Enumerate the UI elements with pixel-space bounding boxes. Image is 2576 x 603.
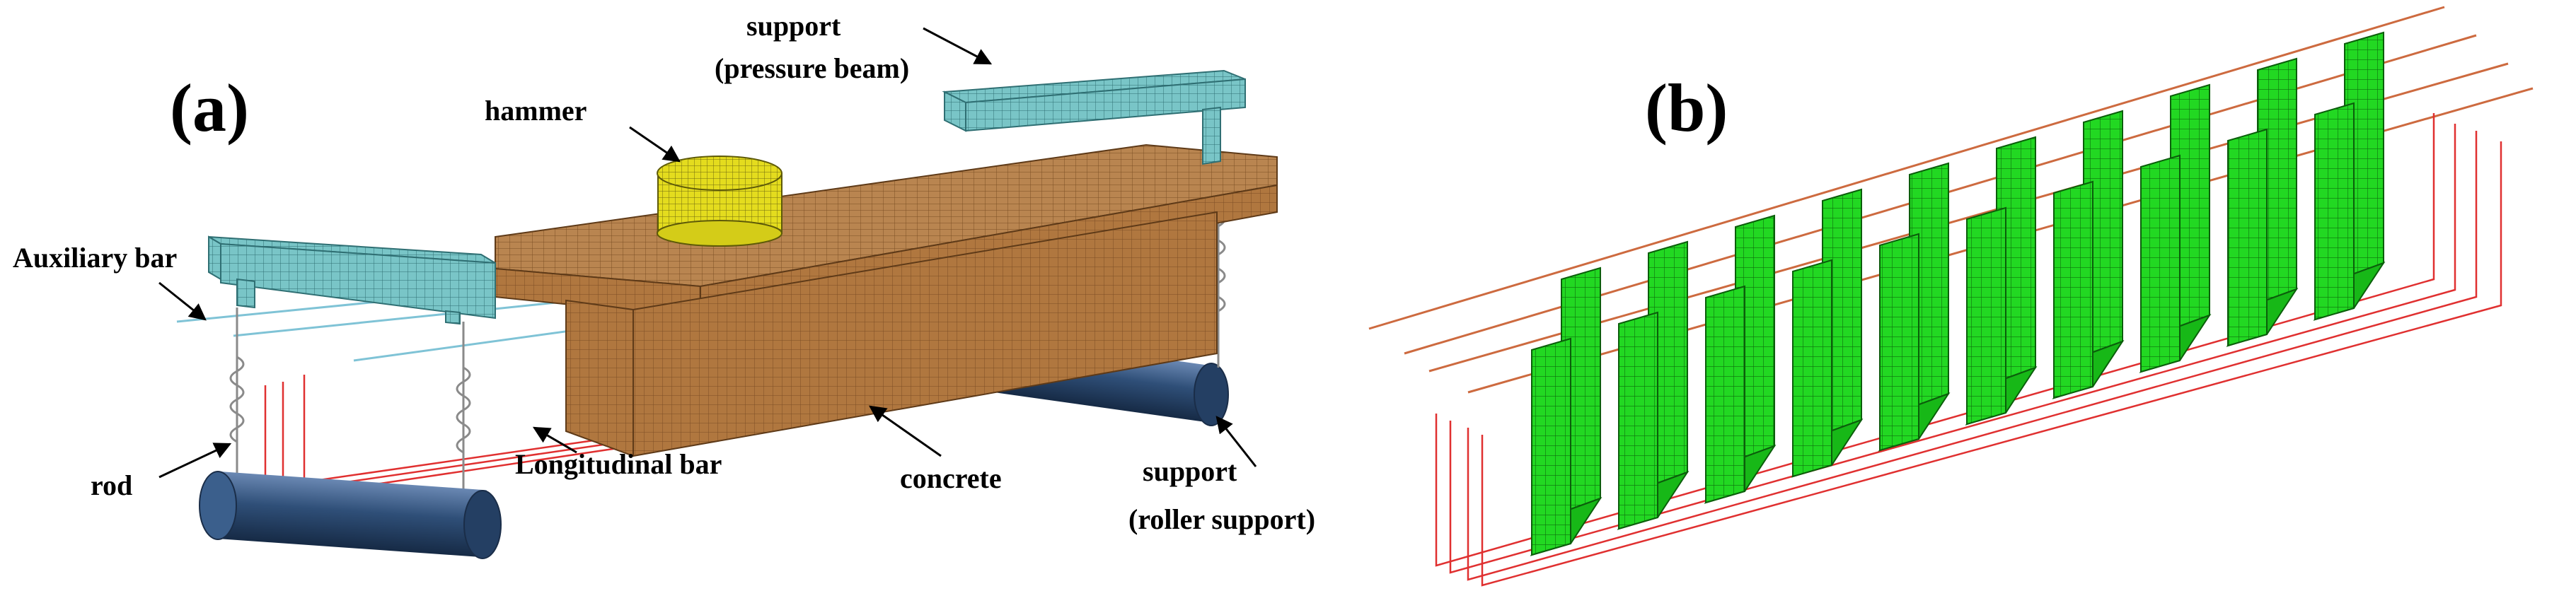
label-support-bottom: support [1143,455,1237,487]
stirrup [2052,110,2125,399]
stirrup [1617,240,1690,530]
label-longitudinal-bar: Longitudinal bar [515,448,722,480]
label-pressure-beam: (pressure beam) [715,52,909,84]
leader-longitudinal-bar [532,426,577,454]
leader-rod [158,443,232,479]
stirrup [1704,214,1777,504]
stirrup [2313,31,2386,321]
panel-a: (a) support (pressure beam) hammer Auxil… [13,10,1315,559]
pressure-beam-right [942,69,1246,165]
stirrup [1530,267,1602,556]
spring-left-2 [456,322,471,520]
stirrup [1791,188,1864,478]
leader-concrete [869,405,942,457]
stirrup [1965,136,2038,426]
leader-pressure-beam [923,27,993,65]
leader-roller-support [1215,416,1257,467]
stirrup [2226,57,2299,347]
auxiliary-support-left [208,235,496,325]
spring-left-1 [229,308,245,488]
label-group: (a) support (pressure beam) hammer Auxil… [13,10,1315,535]
hammer [657,156,782,247]
label-hammer: hammer [485,95,587,127]
leader-hammer [629,126,681,163]
stirrup [1878,162,1951,452]
label-rod: rod [91,469,132,501]
front-roller-support [199,471,502,559]
stirrup-array [1530,31,2386,556]
label-concrete: concrete [900,462,1002,494]
label-auxiliary-bar: Auxiliary bar [13,242,177,274]
label-roller-support: (roller support) [1128,503,1315,535]
panel-a-tag: (a) [170,70,249,146]
bottom-longitudinal-bars [1435,113,2502,587]
panel-b: (b) [1368,6,2534,587]
stirrup [2139,83,2212,373]
panel-b-tag: (b) [1645,70,1728,146]
leader-auxiliary-bar [158,281,207,321]
label-support-top: support [746,10,841,42]
